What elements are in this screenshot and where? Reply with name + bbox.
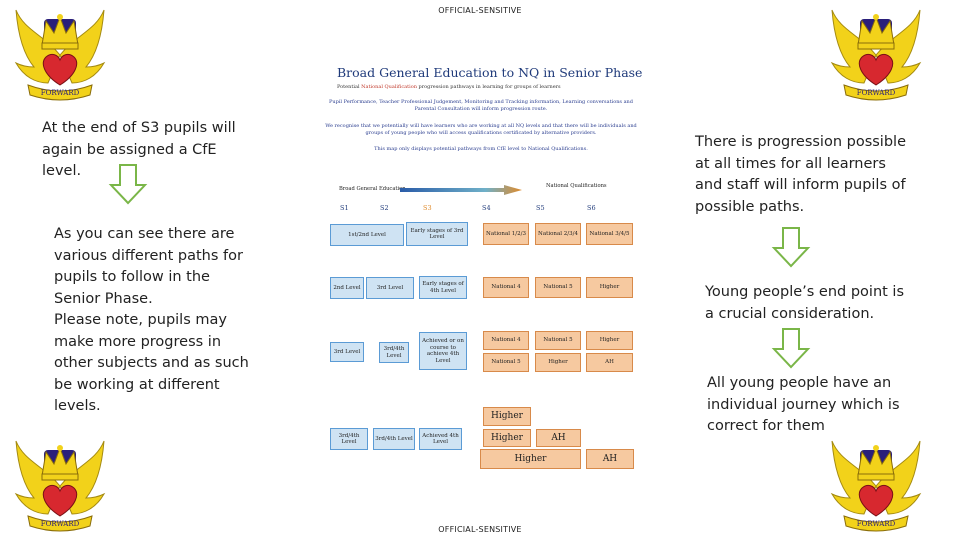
crest-graphic: FORWARD	[14, 9, 106, 101]
down-arrow-icon	[771, 226, 811, 268]
pathway-box: 3rd Level	[330, 342, 364, 362]
document-subtitle: Potential National Qualification progres…	[337, 84, 561, 90]
left-text-line: make more progress in	[54, 333, 222, 350]
pathway-box: 3rd/4th Level	[379, 342, 409, 363]
stage-label-s1: S1	[340, 204, 349, 212]
pathway-box: 2nd Level	[330, 277, 364, 299]
crest-motto: FORWARD	[857, 89, 896, 97]
pathway-box: National 2/3/4	[535, 223, 581, 245]
left-text-paths: As you can see there are various differe…	[54, 224, 264, 418]
right-text-endpoint: Young people’s end point is a crucial co…	[705, 284, 905, 322]
document-paragraph-2: We recognise that we potentially will ha…	[325, 123, 637, 136]
right-text-progression: There is progression possible at all tim…	[695, 134, 906, 215]
school-crest-icon: FORWARD	[830, 436, 922, 536]
pathway-box: Higher	[586, 277, 633, 298]
pathway-box: Higher	[483, 429, 531, 447]
pathway-box: Early stages of 4th Level	[419, 276, 467, 299]
pathway-box: Higher	[535, 353, 581, 372]
stage-label-s5: S5	[536, 204, 545, 212]
document-subtitle-highlight: National Qualification	[361, 84, 417, 90]
classification-banner-top: OFFICIAL-SENSITIVE	[438, 6, 522, 15]
pathway-box: AH	[586, 449, 634, 469]
pathway-box: AH	[536, 429, 581, 447]
document-header-bge: Broad General Education	[339, 186, 406, 192]
pathway-box: Achieved 4th Level	[419, 428, 462, 450]
crest-graphic: FORWARD	[14, 440, 106, 532]
right-text-journey: All young people have an individual jour…	[707, 375, 900, 434]
pathway-box: National 5	[535, 331, 581, 350]
pathway-document-image: Broad General Education to NQ in Senior …	[322, 62, 643, 472]
pathway-box: 3rd Level	[366, 277, 414, 299]
left-text-assessment: At the end of S3 pupils will again be as…	[42, 120, 236, 179]
left-text-line: various different paths for	[54, 247, 243, 264]
crest-graphic: FORWARD	[830, 9, 922, 101]
classification-banner-bottom: OFFICIAL-SENSITIVE	[438, 525, 522, 534]
pathway-box: National 1/2/3	[483, 223, 529, 245]
pathway-box: Higher	[483, 407, 531, 426]
crest-motto: FORWARD	[41, 520, 80, 528]
document-paragraph-3: This map only displays potential pathway…	[374, 146, 588, 152]
school-crest-icon: FORWARD	[830, 5, 922, 105]
stage-label-s2: S2	[380, 204, 389, 212]
left-text-line: As you can see there are	[54, 226, 235, 242]
down-arrow-icon	[771, 327, 811, 369]
pathway-box: 3rd/4th Level	[330, 428, 368, 450]
down-arrow-icon	[108, 163, 148, 205]
document-paragraph-1: Pupil Performance, Teacher Professional …	[329, 99, 633, 112]
pathway-box: National 4	[483, 331, 529, 350]
stage-label-s6: S6	[587, 204, 596, 212]
left-text-line: pupils to follow in the	[54, 269, 210, 285]
pathway-box: National 3/4/5	[586, 223, 633, 245]
school-crest-icon: FORWARD	[14, 5, 106, 105]
document-title: Broad General Education to NQ in Senior …	[337, 65, 643, 80]
pathway-box: 3rd/4th Level	[373, 428, 415, 450]
document-subtitle-suffix: progression pathways in learning for gro…	[416, 84, 561, 90]
pathway-box: AH	[586, 353, 633, 372]
pathway-box: Higher	[586, 331, 633, 350]
stage-label-s4: S4	[482, 204, 491, 212]
pathway-box: Achieved or on course to achieve 4th Lev…	[419, 332, 467, 370]
pathway-box: National 5	[483, 353, 529, 372]
pathway-box: 1st/2nd Level	[330, 224, 404, 246]
pathway-box: National 5	[535, 277, 581, 298]
pathway-box: Higher	[480, 449, 581, 469]
left-text-line: other subjects and as such	[54, 355, 249, 371]
crest-motto: FORWARD	[857, 520, 896, 528]
school-crest-icon: FORWARD	[14, 436, 106, 536]
stage-label-s3: S3	[423, 204, 432, 212]
pathway-box: Early stages of 3rd Level	[406, 222, 468, 246]
left-text-line: levels.	[54, 398, 101, 414]
crest-graphic: FORWARD	[830, 440, 922, 532]
left-text-line: be working at different	[54, 376, 220, 393]
pathway-box: National 4	[483, 277, 529, 298]
left-text-line: Senior Phase.	[54, 290, 153, 307]
document-header-nq: National Qualifications	[546, 183, 607, 189]
progression-arrow-icon	[400, 185, 522, 195]
left-text-line: Please note, pupils may	[54, 312, 227, 328]
crest-motto: FORWARD	[41, 89, 80, 97]
document-subtitle-prefix: Potential	[337, 84, 362, 90]
